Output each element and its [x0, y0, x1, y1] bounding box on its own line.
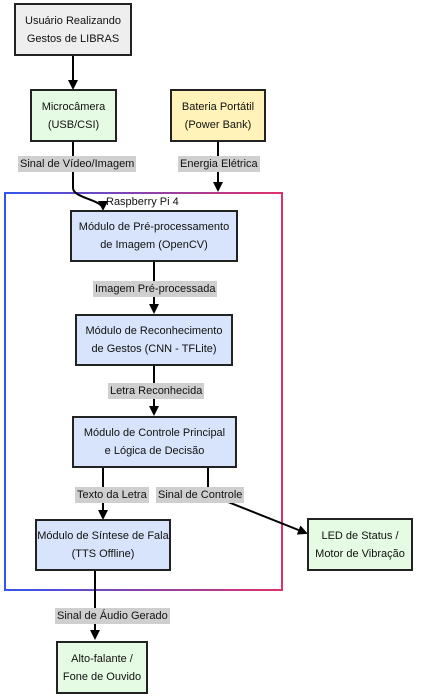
edge-label-letter: Letra Reconhecida: [108, 383, 205, 399]
node-speaker-line1: Alto-falante /: [71, 652, 133, 665]
node-user-line2: Gestos de LIBRAS: [26, 32, 120, 45]
cluster-title: Raspberry Pi 4: [106, 196, 179, 208]
node-battery-line2: (Power Bank): [184, 118, 252, 131]
raspberry-pi-cluster: [4, 192, 283, 591]
node-speaker-line2: Fone de Ouvido: [62, 670, 142, 683]
edge-label-audio: Sinal de Áudio Gerado: [55, 608, 170, 624]
node-preproc-line1: Módulo de Pré-processamento: [78, 221, 230, 233]
node-control-line2: e Lógica de Decisão: [104, 445, 205, 457]
node-control-line1: Módulo de Controle Principal: [83, 427, 226, 439]
node-led: LED de Status / Motor de Vibração: [307, 518, 413, 571]
node-preproc: Módulo de Pré-processamento de Imagem (O…: [70, 210, 238, 262]
edge-label-control: Sinal de Controle: [156, 487, 245, 503]
node-control: Módulo de Controle Principal e Lógica de…: [72, 416, 237, 468]
node-tts-line1: Módulo de Síntese de Fala: [37, 530, 169, 542]
node-camera: Microcâmera (USB/CSI): [30, 89, 117, 142]
node-speaker: Alto-falante / Fone de Ouvido: [56, 641, 148, 694]
edge-label-video: Sinal de Vídeo/Imagem: [18, 156, 137, 172]
node-recog-line1: Módulo de Reconhecimento: [85, 325, 223, 337]
node-camera-line1: Microcâmera: [41, 100, 106, 113]
node-recog: Módulo de Reconhecimento de Gestos (CNN …: [75, 314, 233, 366]
node-user-line1: Usuário Realizando: [25, 14, 121, 27]
node-tts: Módulo de Síntese de Fala (TTS Offline): [35, 519, 171, 571]
node-camera-line2: (USB/CSI): [47, 118, 100, 131]
node-led-line2: Motor de Vibração: [315, 547, 405, 560]
edge-camera-preproc: [72, 142, 108, 211]
node-tts-line2: (TTS Offline): [71, 548, 135, 560]
node-user: Usuário Realizando Gestos de LIBRAS: [14, 3, 132, 56]
node-battery: Bateria Portátil (Power Bank): [170, 89, 266, 142]
node-led-line1: LED de Status /: [321, 529, 399, 542]
edge-label-preprocessed: Imagem Pré-processada: [93, 281, 218, 297]
edge-label-energy: Energia Elétrica: [178, 156, 260, 172]
node-preproc-line2: de Imagem (OpenCV): [100, 239, 208, 251]
node-battery-line1: Bateria Portátil: [181, 100, 255, 113]
node-recog-line2: de Gestos (CNN - TFLite): [91, 343, 217, 355]
edge-label-text: Texto da Letra: [75, 487, 149, 503]
